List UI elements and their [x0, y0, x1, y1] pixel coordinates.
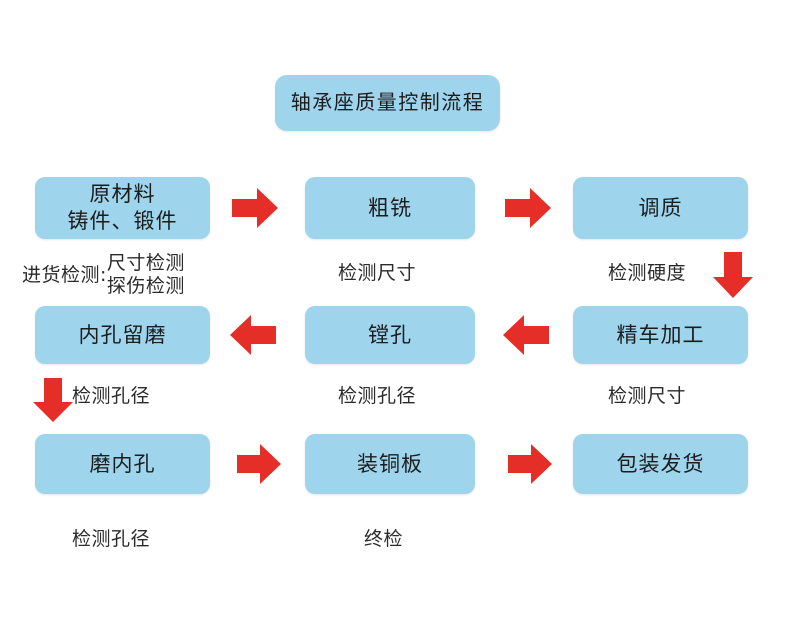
flowchart-title-text: 轴承座质量控制流程: [290, 90, 485, 115]
node-fine-turning[interactable]: 精车加工: [573, 306, 748, 364]
node-bore-reserve-grind-label: 内孔留磨: [78, 322, 167, 347]
caption-incoming-inspection: 进货检测: 尺寸检测 探伤检测: [22, 252, 185, 298]
caption-final-inspection: 终检: [364, 528, 404, 550]
node-raw-material[interactable]: 原材料 铸件、锻件: [35, 177, 210, 239]
caption-incoming-label: 进货检测:: [22, 263, 107, 286]
caption-incoming-line2: 探伤检测: [106, 275, 185, 298]
node-raw-material-line1: 原材料: [89, 182, 156, 207]
arrow-right-milling-to-quench: [505, 187, 551, 229]
node-mount-copper-plate-label: 装铜板: [357, 451, 423, 476]
node-grind-bore-label: 磨内孔: [89, 451, 156, 476]
caption-check-dimension-2: 检测尺寸: [608, 385, 687, 407]
caption-check-hardness: 检测硬度: [608, 262, 687, 284]
arrow-down-bore-reserve-to-grind-bore: [32, 378, 74, 422]
node-grind-bore[interactable]: 磨内孔: [35, 434, 210, 494]
arrow-left-boring-to-bore-reserve: [230, 314, 276, 356]
flowchart-title-box: 轴承座质量控制流程: [275, 75, 500, 131]
node-raw-material-line2: 铸件、锻件: [67, 209, 178, 233]
arrow-right-grind-to-copper-plate: [237, 443, 281, 485]
node-mount-copper-plate[interactable]: 装铜板: [305, 434, 475, 494]
arrow-right-copper-plate-to-package: [508, 443, 552, 485]
node-quench-temper[interactable]: 调质: [573, 177, 748, 239]
node-bore-reserve-grind[interactable]: 内孔留磨: [35, 306, 210, 364]
caption-check-bore-left: 检测孔径: [72, 385, 151, 407]
arrow-down-quench-to-fine-turning: [712, 252, 754, 298]
caption-check-bore-bottom: 检测孔径: [72, 528, 151, 550]
node-quench-temper-label: 调质: [638, 195, 683, 220]
node-boring-label: 镗孔: [368, 322, 412, 347]
arrow-right-raw-to-milling: [232, 187, 278, 229]
node-rough-milling-label: 粗铣: [368, 195, 412, 220]
caption-incoming-line1: 尺寸检测: [106, 252, 185, 274]
caption-check-dimension-1: 检测尺寸: [338, 262, 417, 284]
node-package-ship[interactable]: 包装发货: [573, 434, 748, 494]
node-boring[interactable]: 镗孔: [305, 306, 475, 364]
node-fine-turning-label: 精车加工: [616, 322, 705, 347]
node-package-ship-label: 包装发货: [616, 451, 705, 476]
caption-check-bore-middle: 检测孔径: [338, 385, 417, 407]
arrow-left-fine-turning-to-boring: [503, 314, 549, 356]
node-rough-milling[interactable]: 粗铣: [305, 177, 475, 239]
